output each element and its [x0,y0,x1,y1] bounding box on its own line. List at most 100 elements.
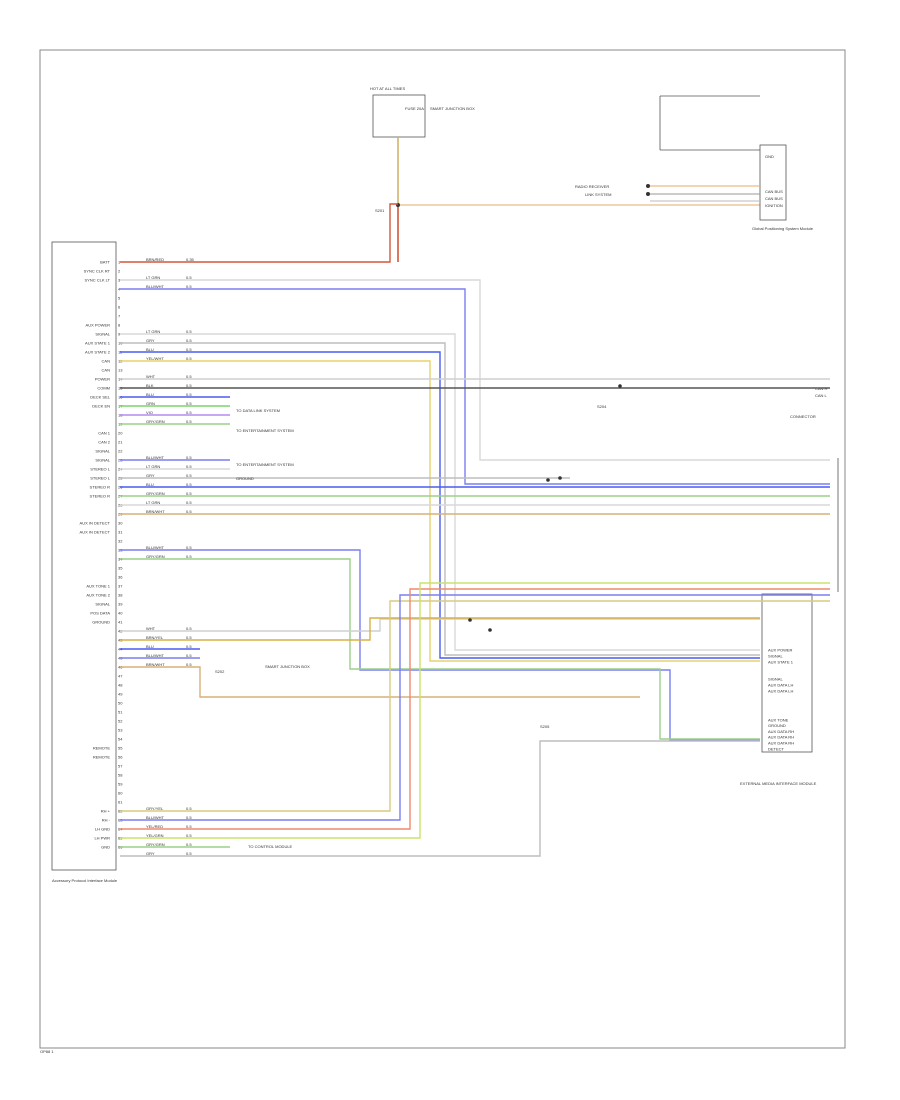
acm-pin-number: 31 [118,530,123,535]
wire-color-label: BLU/WHT [146,455,165,460]
wire [120,617,760,641]
acm-pin-label: AUX POWER [86,323,111,328]
acm-pin-number: 30 [118,521,123,526]
wire-color-label: BLU [146,644,154,649]
display-pin-label: SIGNAL [768,677,783,682]
wire-gauge-label: 0.5 [186,347,192,352]
acm-pin-number: 4 [118,287,121,292]
wire [120,333,760,651]
acm-pin-label: SIGNAL [95,332,110,337]
wire [120,740,760,857]
wire-color-label: BRN/YEL [146,635,164,640]
wire-gauge-label: 0.5 [186,554,192,559]
acm-pin-number: 50 [118,701,123,706]
svg-text:TO ENTERTAINMENT SYSTEM: TO ENTERTAINMENT SYSTEM [236,462,294,467]
wire-gauge-label: 0.5 [186,410,192,415]
fuse-block: HOT AT ALL TIMES FUSE 20A SMART JUNCTION… [370,86,760,262]
acm-pin-label: LH PWR [94,836,110,841]
wire-color-label: WHT [146,626,156,631]
acm-pin-label: DECK EN [92,404,110,409]
wire-gauge-label: 0.5 [186,275,192,280]
wire-gauge-label: 0.5 [186,374,192,379]
acm-pin-number: 35 [118,566,123,571]
svg-text:S205: S205 [540,724,550,729]
wire-gauge-label: 0.5 [186,806,192,811]
wire-gauge-label: 0.5 [186,473,192,478]
acm-pin-number: 2 [118,269,121,274]
svg-text:IGNITION: IGNITION [765,203,783,208]
display-pin-label: AUX DATA LH [768,683,794,688]
wire [120,288,830,485]
acm-pin-number: 22 [118,449,123,454]
wire-gauge-label: 0.5 [186,491,192,496]
display-pin-label: AUX DATA RH [768,741,794,746]
wire-color-label: BLU [146,392,154,397]
svg-text:TO ENTERTAINMENT SYSTEM: TO ENTERTAINMENT SYSTEM [236,428,294,433]
acm-pin-number: 61 [118,800,123,805]
wire-color-label: GRY/GRN [146,419,165,424]
acm-pin-label: STEREO R [90,494,111,499]
wire-color-label: GRY [146,338,155,343]
svg-text:CAN BUS: CAN BUS [765,196,783,201]
wire [120,582,830,839]
wire-gauge-label: 0.5 [186,383,192,388]
acm-pin-number: 6 [118,305,121,310]
acm-pin-label: POS DATA [90,611,110,616]
display-pin-label: AUX DATA LH [768,688,794,693]
acm-pin-number: 56 [118,755,123,760]
svg-text:LINK SYSTEM: LINK SYSTEM [585,192,611,197]
acm-pin-number: 36 [118,575,123,580]
hot-at-all-times-label: HOT AT ALL TIMES [370,86,405,91]
acm-pin-number: 59 [118,782,123,787]
display-pin-label: GROUND [768,723,786,728]
page-frame [39,49,846,1049]
display-pin-label: AUX STATE 1 [768,659,794,664]
svg-text:TO DATA LINK SYSTEM: TO DATA LINK SYSTEM [236,408,280,413]
acm-pin-number: 51 [118,710,123,715]
wire-gauge-label: 0.5 [186,284,192,289]
wire-gauge-label: 0.5 [186,464,192,469]
acm-pin-label: BATT [100,260,110,265]
wire [120,549,760,741]
wire-color-label: GRY/YEL [146,806,164,811]
splice-dot [618,384,622,388]
wire-gauge-label: 0.5 [186,356,192,361]
wire-gauge-label: 0.5 [186,455,192,460]
acm-pin-label: AUX IN DETECT [80,521,111,526]
wire-color-label: LT GRN [146,275,160,280]
wire-gauge-label: 0.5 [186,662,192,667]
wire-gauge-label: 0.5 [186,329,192,334]
wire-gauge-label: 0.5 [186,500,192,505]
acm-pin-number: 52 [118,719,123,724]
acm-pin-number: 49 [118,692,123,697]
acm-pin-label: COMM [97,386,110,391]
wire-gauge-label: 0.5 [186,644,192,649]
svg-text:CONNECTOR: CONNECTOR [790,414,816,419]
acm-pin-label: SIGNAL [95,449,110,454]
wire-color-label: BRN/WHT [146,662,165,667]
wire-color-label: BRN/RED [146,257,164,262]
acm-pin-number: 13 [118,368,123,373]
wire-color-label: YEL/WHT [146,356,164,361]
acm-pin-label: POWER [95,377,110,382]
acm-pin-label: CAN 1 [98,431,111,436]
wire-color-label: GRY/GRN [146,842,165,847]
wire [120,342,760,656]
acm-pin-number: 9 [118,332,121,337]
acm-pin-number: 32 [118,539,123,544]
acm-pin-label: AUX STATE 1 [85,341,111,346]
wire [120,203,398,263]
acm-pin-number: 8 [118,323,121,328]
acm-pin-number: 58 [118,773,123,778]
wire-color-label: BLU/WHT [146,653,165,658]
acm-pin-label: AUX IN DETECT [80,530,111,535]
wire-color-label: BLK [146,383,154,388]
wire [120,279,830,461]
wire-gauge-label: 0.5 [186,392,192,397]
gps-module: Global Positioning System Module GND CAN… [575,95,814,231]
svg-text:CAN L: CAN L [815,393,828,398]
acm-pin-label: AUX TONE 1 [86,584,110,589]
wire-color-label: GRY/GRN [146,491,165,496]
acm-pin-label: SIGNAL [95,602,110,607]
